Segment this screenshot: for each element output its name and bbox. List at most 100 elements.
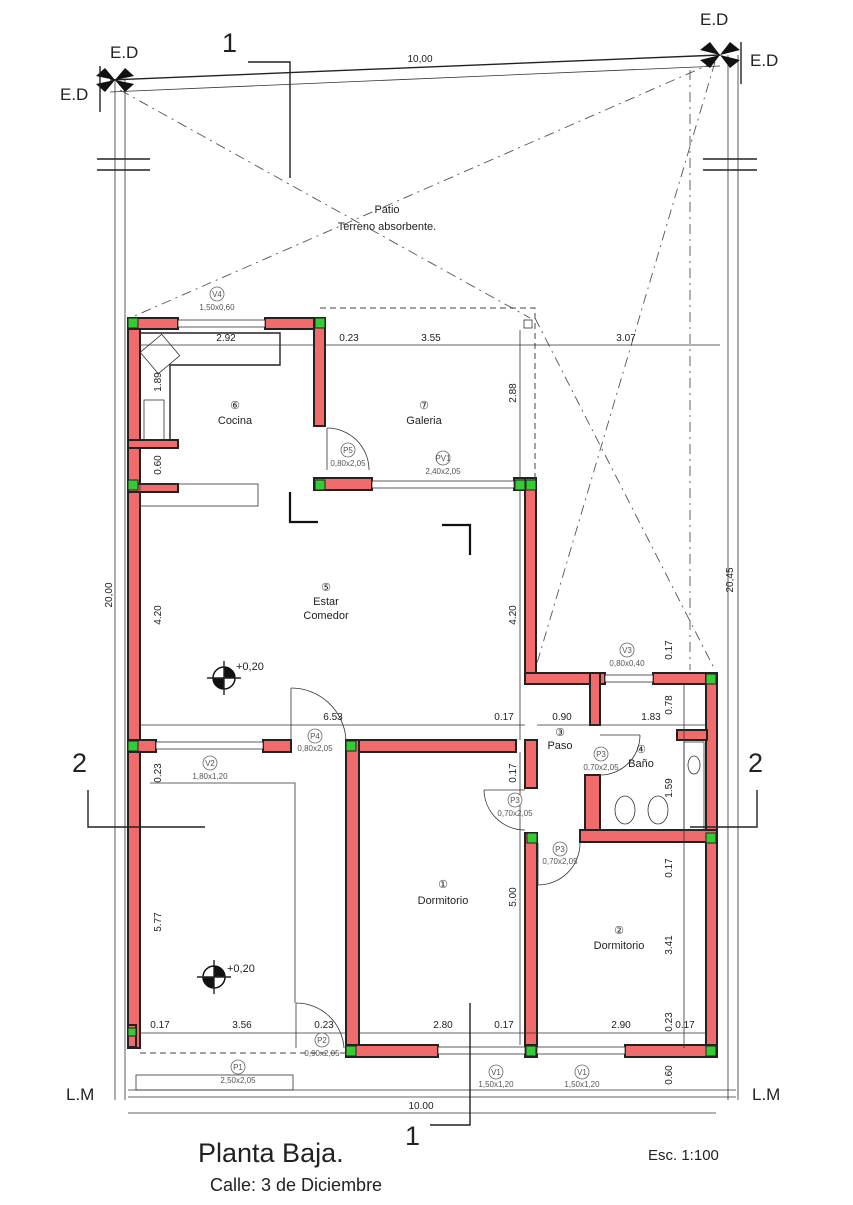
- svg-text:4.20: 4.20: [508, 605, 519, 625]
- svg-text:0.90: 0.90: [552, 712, 572, 723]
- room-name: Baño: [628, 758, 654, 770]
- plan-scale: Esc. 1:100: [648, 1147, 719, 1164]
- walls: [127, 317, 718, 1058]
- svg-text:Patio: Patio: [374, 204, 399, 216]
- svg-text:Terreno absorbente.: Terreno absorbente.: [338, 221, 436, 233]
- svg-text:0,80x2,05: 0,80x2,05: [330, 459, 366, 468]
- svg-text:0.17: 0.17: [664, 858, 675, 878]
- plan-title: Planta Baja.: [198, 1138, 344, 1168]
- svg-text:V4: V4: [212, 290, 222, 299]
- svg-text:0,80x0,40: 0,80x0,40: [609, 659, 645, 668]
- svg-text:0,80x2,05: 0,80x2,05: [297, 744, 333, 753]
- svg-text:P3: P3: [555, 845, 565, 854]
- svg-text:20,00: 20,00: [104, 582, 115, 607]
- marker-labels: E.D E.D E.D E.D L.M L.M 1 1 2 2: [60, 10, 780, 1151]
- svg-text:6.53: 6.53: [323, 712, 343, 723]
- svg-text:2.80: 2.80: [433, 1020, 453, 1031]
- svg-text:0.17: 0.17: [675, 1020, 695, 1031]
- svg-text:0.17: 0.17: [508, 763, 519, 783]
- room-number: ④: [636, 744, 646, 756]
- lm-label: L.M: [66, 1085, 94, 1104]
- svg-text:1.83: 1.83: [641, 712, 661, 723]
- svg-text:0.17: 0.17: [494, 712, 514, 723]
- columns: [127, 317, 717, 1057]
- ed-label: E.D: [700, 10, 728, 29]
- patio-label: Patio Terreno absorbente.: [338, 204, 436, 233]
- svg-text:P4: P4: [310, 732, 320, 741]
- room-name: Comedor: [303, 610, 349, 622]
- room-name: Dormitorio: [594, 940, 645, 952]
- section-label: 1: [222, 28, 237, 58]
- svg-text:2,40x2,05: 2,40x2,05: [425, 467, 461, 476]
- svg-text:10.00: 10.00: [408, 1101, 433, 1112]
- ed-label: E.D: [110, 43, 138, 62]
- room-name: Dormitorio: [418, 895, 469, 907]
- level-marker-estar: [207, 661, 241, 695]
- svg-text:2,50x2,05: 2,50x2,05: [220, 1076, 256, 1085]
- svg-text:V3: V3: [622, 646, 632, 655]
- level-marker-garage: [197, 960, 231, 994]
- svg-text:P1: P1: [233, 1063, 243, 1072]
- svg-text:0.23: 0.23: [339, 333, 359, 344]
- opening-labels: V4 1,50x0,60 P5 0,80x2,05 PV1 2,40x2,05 …: [192, 290, 645, 1089]
- svg-text:5.77: 5.77: [153, 912, 164, 932]
- svg-text:1.89: 1.89: [153, 372, 164, 392]
- svg-text:2.92: 2.92: [216, 333, 236, 344]
- svg-text:PV1: PV1: [435, 454, 451, 463]
- svg-text:0,70x2,05: 0,70x2,05: [497, 809, 533, 818]
- svg-text:4.20: 4.20: [153, 605, 164, 625]
- svg-text:+0,20: +0,20: [236, 661, 264, 673]
- title-block: Planta Baja. Calle: 3 de Diciembre Esc. …: [198, 1138, 719, 1195]
- svg-text:2.88: 2.88: [508, 383, 519, 403]
- svg-text:20,45: 20,45: [725, 567, 736, 592]
- svg-text:3.07: 3.07: [616, 333, 636, 344]
- svg-text:0.60: 0.60: [153, 455, 164, 475]
- patio-lines: [119, 61, 716, 671]
- svg-text:0.78: 0.78: [664, 695, 675, 715]
- ed-marker-right: [700, 42, 742, 84]
- plan-subtitle: Calle: 3 de Diciembre: [210, 1175, 382, 1195]
- room-number: ①: [438, 879, 448, 891]
- svg-text:0,70x2,05: 0,70x2,05: [583, 763, 619, 772]
- svg-text:P5: P5: [343, 446, 353, 455]
- svg-text:V1: V1: [577, 1068, 587, 1077]
- level-labels: +0,20 +0,20: [227, 661, 264, 975]
- room-name: Estar: [313, 596, 339, 608]
- svg-text:0.23: 0.23: [314, 1020, 334, 1031]
- svg-text:3.55: 3.55: [421, 333, 441, 344]
- svg-text:3.56: 3.56: [232, 1020, 252, 1031]
- room-name: Paso: [547, 740, 572, 752]
- section-label: 2: [748, 748, 763, 778]
- room-number: ③: [555, 727, 565, 739]
- svg-text:5.00: 5.00: [508, 887, 519, 907]
- svg-text:0.60: 0.60: [664, 1065, 675, 1085]
- svg-text:1,50x1,20: 1,50x1,20: [564, 1080, 600, 1089]
- svg-text:0.23: 0.23: [153, 763, 164, 783]
- svg-text:2.90: 2.90: [611, 1020, 631, 1031]
- svg-text:1,80x1,20: 1,80x1,20: [192, 772, 228, 781]
- dimension-labels: 10,00 10.00 2.92 0.23 3.55 3.07 6.53 0.1…: [104, 54, 736, 1112]
- svg-text:0,90x2,05: 0,90x2,05: [304, 1049, 340, 1058]
- svg-text:1.59: 1.59: [664, 778, 675, 798]
- svg-text:0.17: 0.17: [494, 1020, 514, 1031]
- svg-text:0.23: 0.23: [664, 1012, 675, 1032]
- svg-text:P3: P3: [510, 796, 520, 805]
- room-name: Cocina: [218, 415, 253, 427]
- room-number: ⑥: [230, 400, 240, 412]
- opening-tags: [202, 286, 635, 1080]
- ed-label: E.D: [60, 85, 88, 104]
- section-label: 2: [72, 748, 87, 778]
- fixtures: [87, 61, 758, 1126]
- svg-text:0.17: 0.17: [150, 1020, 170, 1031]
- svg-text:3.41: 3.41: [664, 935, 675, 955]
- svg-text:V1: V1: [491, 1068, 501, 1077]
- svg-text:P3: P3: [596, 750, 606, 759]
- plot-outline: [97, 54, 757, 1100]
- svg-text:1,50x0,60: 1,50x0,60: [199, 303, 235, 312]
- room-number: ②: [614, 925, 624, 937]
- room-number: ⑤: [321, 582, 331, 594]
- svg-text:0,70x2,05: 0,70x2,05: [542, 857, 578, 866]
- svg-text:P2: P2: [317, 1036, 327, 1045]
- svg-text:+0,20: +0,20: [227, 963, 255, 975]
